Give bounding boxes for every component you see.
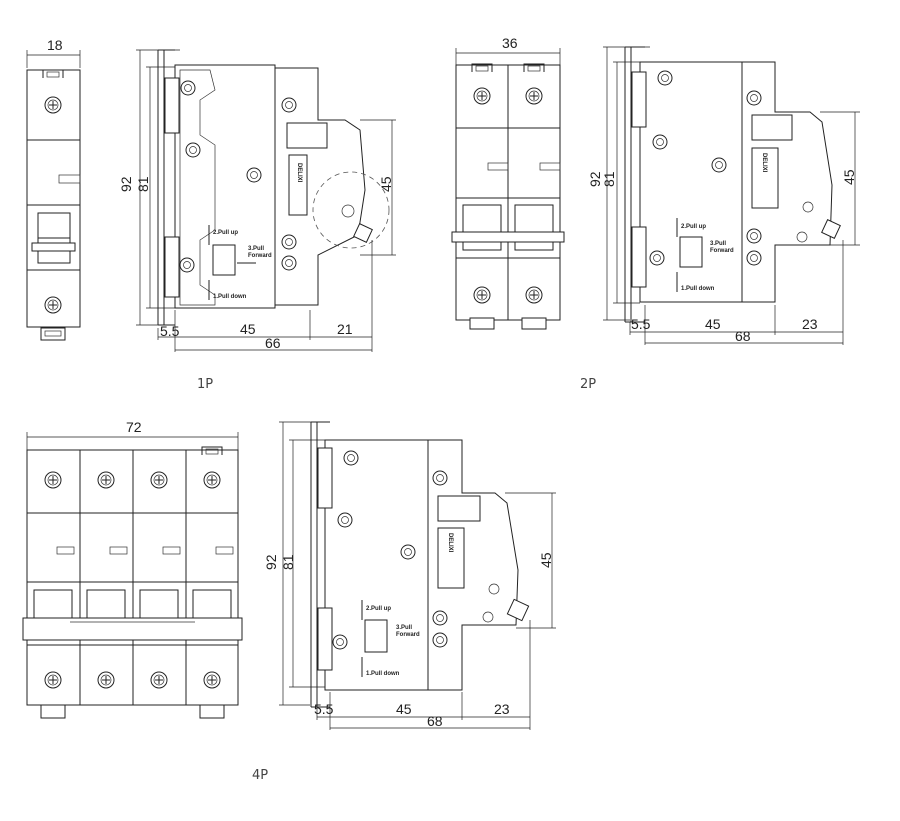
dim-1p-total-height: 92 [118, 176, 134, 192]
front-view-4p [22, 432, 243, 719]
dim-4p-width: 72 [126, 419, 142, 435]
svg-text:3.Pull: 3.Pull [248, 246, 264, 252]
front-view-2p [451, 48, 565, 330]
dim-1p-body-height: 81 [135, 176, 151, 192]
svg-text:1.Pull down: 1.Pull down [213, 294, 247, 300]
caption-1p: 1P [197, 377, 213, 392]
dim-2p-body-depth: 45 [705, 316, 721, 332]
dim-2p-handle-height: 45 [841, 169, 857, 185]
svg-text:1.Pull down: 1.Pull down [681, 286, 715, 292]
dim-2p-width: 36 [502, 35, 518, 51]
svg-text:2.Pull up: 2.Pull up [681, 224, 706, 230]
svg-text:1.Pull down: 1.Pull down [366, 671, 400, 677]
svg-text:2.Pull up: 2.Pull up [213, 230, 238, 236]
dim-1p-body-depth: 45 [240, 321, 256, 337]
svg-text:3.Pull: 3.Pull [710, 241, 726, 247]
front-view-1p [26, 50, 81, 341]
dim-4p-offset: 5.5 [314, 701, 334, 717]
dim-4p-handle-depth: 23 [494, 701, 510, 717]
svg-text:Forward: Forward [710, 248, 734, 254]
dim-4p-total-depth: 68 [427, 713, 443, 729]
dim-1p-offset: 5.5 [160, 323, 180, 339]
side-view-1p: DELIXI 2.Pull up 3.Pull Forward 1.Pull d… [136, 49, 396, 352]
dim-4p-body-height: 81 [280, 554, 296, 570]
side-view-4p: DELIXI 2.Pull up 3.Pull Forward 1.Pull d… [279, 421, 556, 730]
dim-2p-handle-depth: 23 [802, 316, 818, 332]
svg-text:DELIXI: DELIXI [447, 533, 453, 553]
dim-1p-handle-height: 45 [378, 176, 394, 192]
dim-1p-handle-depth: 21 [337, 321, 353, 337]
dim-4p-body-depth: 45 [396, 701, 412, 717]
dim-1p-width: 18 [47, 37, 63, 53]
svg-text:Forward: Forward [248, 253, 272, 259]
svg-text:2.Pull up: 2.Pull up [366, 606, 391, 612]
caption-2p: 2P [580, 377, 596, 392]
svg-text:3.Pull: 3.Pull [396, 625, 412, 631]
dim-2p-body-height: 81 [601, 171, 617, 187]
pull-instructions-2p: 2.Pull up 3.Pull Forward 1.Pull down [676, 218, 734, 292]
brand-label: DELIXI [296, 163, 302, 183]
dim-2p-total-depth: 68 [735, 328, 751, 344]
dim-4p-total-height: 92 [263, 554, 279, 570]
side-view-2p: DELIXI 2.Pull up 3.Pull Forward 1.Pull d… [603, 46, 860, 345]
caption-4p: 4P [252, 768, 268, 783]
svg-text:DELIXI: DELIXI [761, 153, 767, 173]
dim-1p-total-depth: 66 [265, 335, 281, 351]
dim-2p-total-height: 92 [587, 171, 603, 187]
svg-text:Forward: Forward [396, 632, 420, 638]
pull-instructions-1p: 2.Pull up 3.Pull Forward 1.Pull down [208, 225, 272, 300]
dimension-labels: 18 92 81 45 5.5 45 21 66 36 92 81 45 5.5… [47, 35, 857, 729]
dim-4p-handle-height: 45 [538, 552, 554, 568]
pull-instructions-4p: 2.Pull up 3.Pull Forward 1.Pull down [361, 600, 420, 677]
dim-2p-offset: 5.5 [631, 316, 651, 332]
